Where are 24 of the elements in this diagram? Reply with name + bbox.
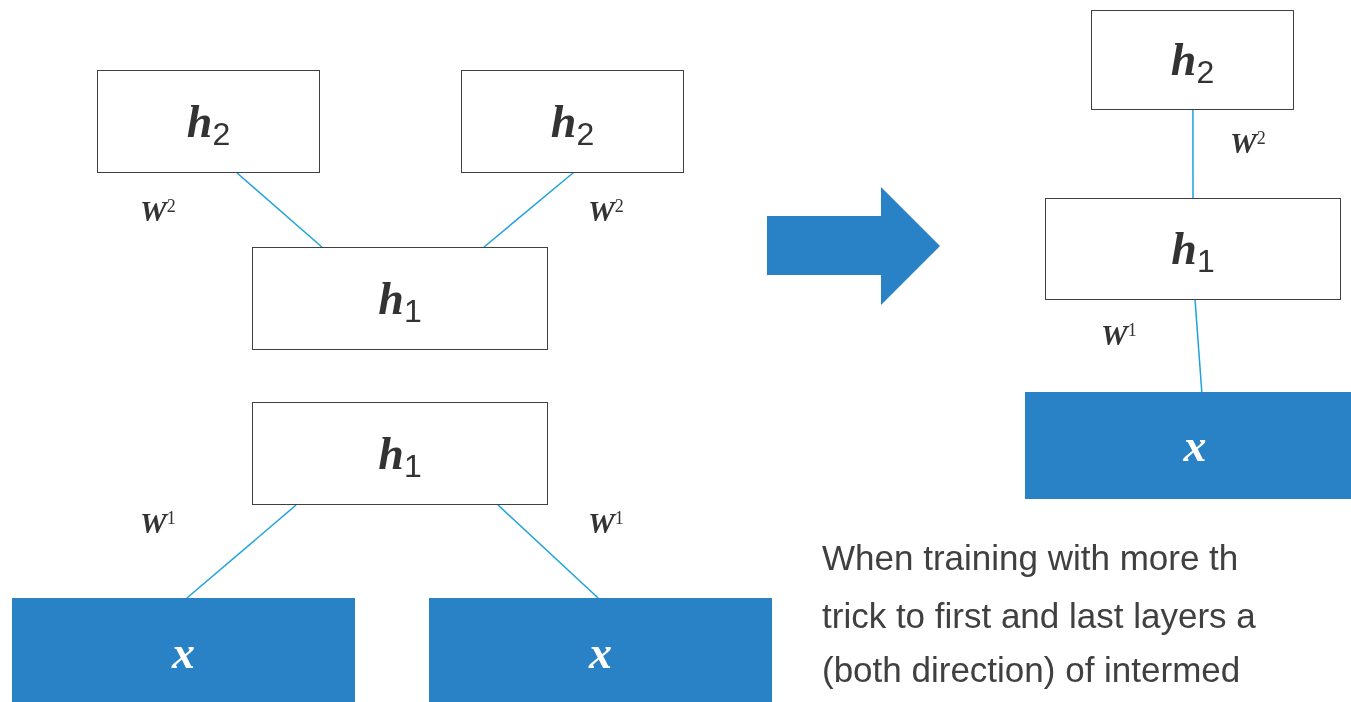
edge-label: W$^{2}$ xyxy=(140,196,176,226)
input-box: x xyxy=(429,598,772,702)
connector-line xyxy=(1194,299,1203,393)
connector-line xyxy=(483,172,574,248)
connector-line xyxy=(236,172,323,248)
connector-line xyxy=(497,504,599,599)
layer-box: h$_{2}$ xyxy=(97,70,320,173)
note-text: trick to first and last layers a xyxy=(822,598,1256,633)
layer-box: h$_{1}$ xyxy=(252,247,548,350)
layer-box: h$_{1}$ xyxy=(252,402,548,505)
edge-label: W$^{1}$ xyxy=(588,508,624,538)
edge-label: W$^{1}$ xyxy=(140,508,176,538)
note-text: When training with more th xyxy=(822,540,1239,575)
edge-label: W$^{2}$ xyxy=(588,196,624,226)
edge-label: W$^{1}$ xyxy=(1101,320,1137,350)
layer-box: h$_{2}$ xyxy=(1091,10,1294,110)
edge-label: W$^{2}$ xyxy=(1230,128,1266,158)
note-text: (both direction) of intermed xyxy=(822,652,1241,687)
connector-line xyxy=(1192,109,1194,199)
layer-box: h$_{1}$ xyxy=(1045,198,1341,300)
input-box: x xyxy=(1025,392,1351,499)
connector-line xyxy=(186,504,297,599)
layer-box: h$_{2}$ xyxy=(461,70,684,173)
input-box: x xyxy=(12,598,355,702)
